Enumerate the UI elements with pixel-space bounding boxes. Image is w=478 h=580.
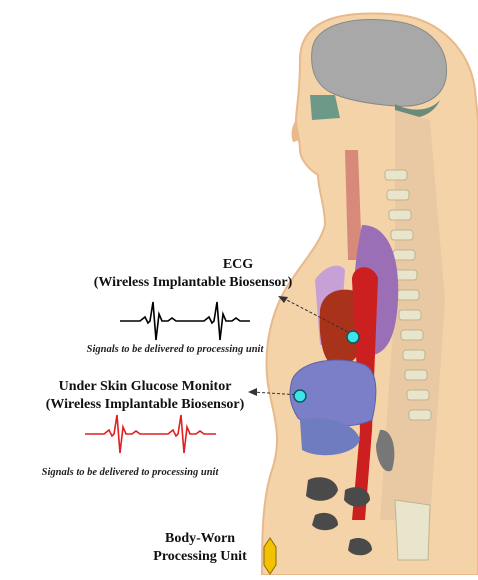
ecg-title: ECG bbox=[188, 256, 288, 273]
ecg-sensor-dot bbox=[347, 331, 359, 343]
glucose-waveform-icon bbox=[85, 415, 216, 453]
nasal-sinus bbox=[310, 95, 340, 120]
glucose-note: Signals to be delivered to processing un… bbox=[10, 467, 250, 478]
glucose-subtitle: (Wireless Implantable Biosensor) bbox=[20, 396, 270, 413]
pelvis-bone bbox=[395, 500, 430, 560]
ecg-waveform-icon bbox=[120, 302, 250, 340]
ecg-note: Signals to be delivered to processing un… bbox=[50, 344, 300, 355]
unit-label-line1: Body-Worn bbox=[140, 530, 260, 547]
ecg-subtitle: (Wireless Implantable Biosensor) bbox=[68, 274, 318, 291]
unit-label-line2: Processing Unit bbox=[130, 548, 270, 565]
brain bbox=[312, 19, 447, 106]
glucose-title: Under Skin Glucose Monitor bbox=[20, 378, 270, 395]
glucose-sensor-dot bbox=[294, 390, 306, 402]
